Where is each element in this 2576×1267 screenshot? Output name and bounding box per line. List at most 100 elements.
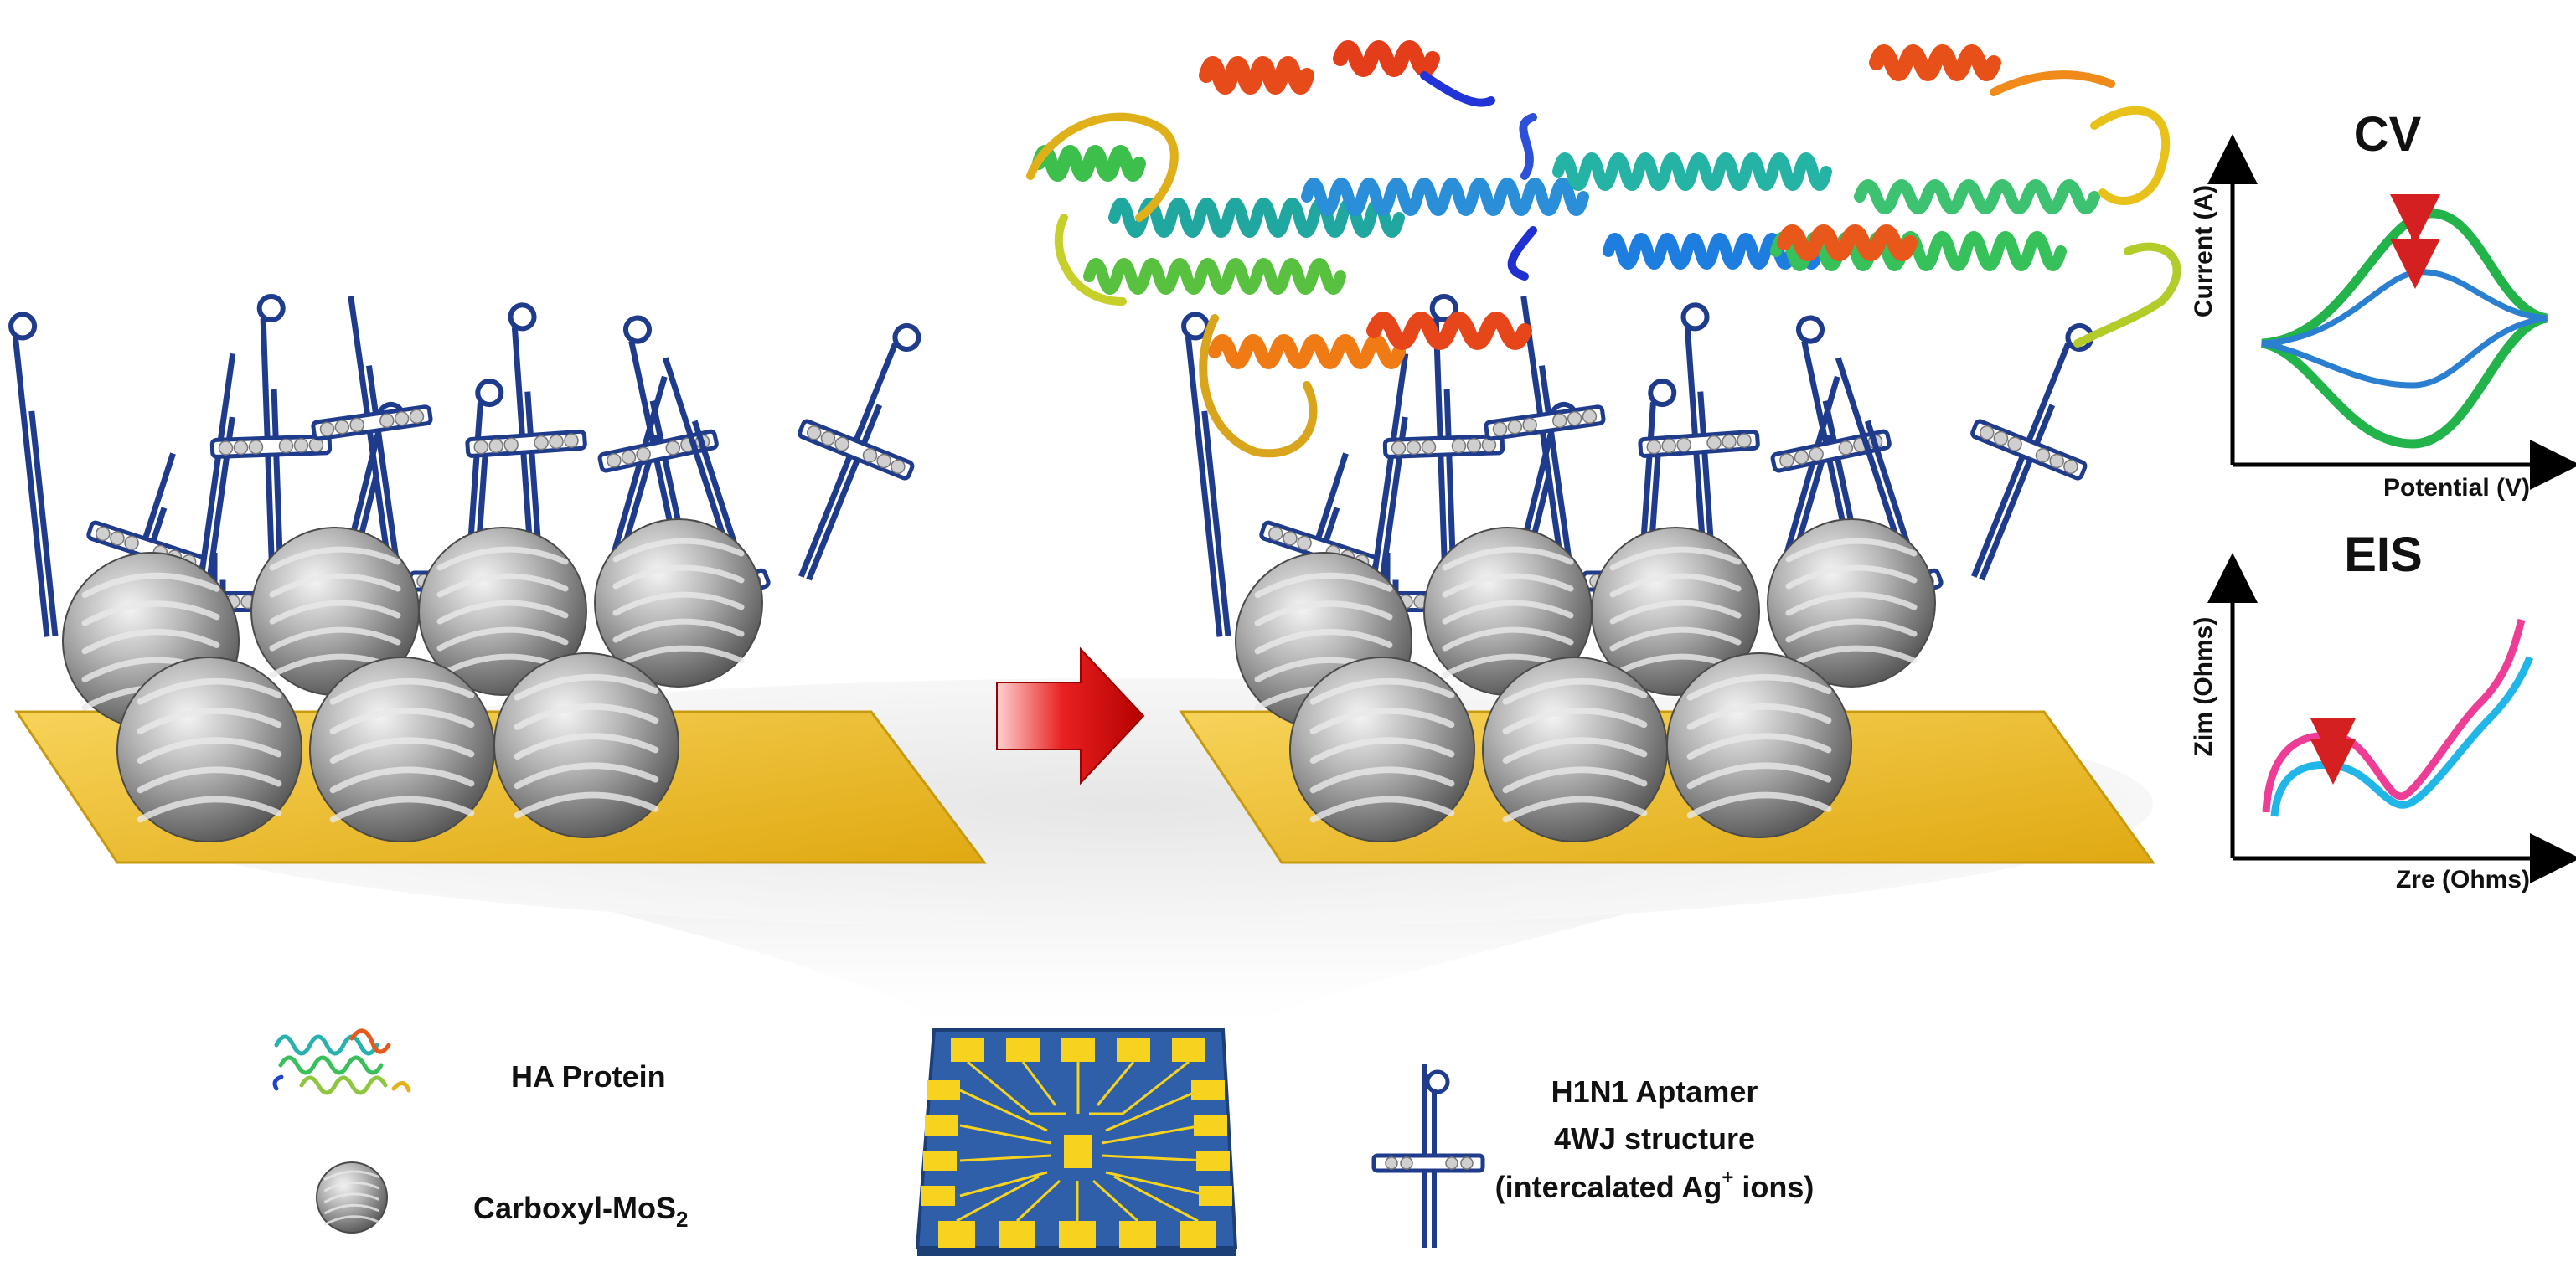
protein-helix: [1208, 334, 1406, 369]
sphere-stripe: [269, 573, 401, 598]
sphere-body: [418, 527, 587, 696]
ag-ion: [1385, 1156, 1398, 1170]
ag-ion: [1552, 413, 1567, 429]
ag-ion: [1779, 453, 1794, 468]
cv-y-label: Current (A): [2190, 185, 2217, 317]
aptamer-strand: [311, 296, 433, 579]
sphere-stripe: [1609, 573, 1742, 598]
chip-pad: [1180, 1221, 1216, 1248]
strand-line: [12, 337, 50, 637]
chip-pad: [1117, 1038, 1150, 1062]
chip-pad: [1199, 1186, 1232, 1206]
sphere-stripe: [324, 1192, 379, 1203]
sphere-stripe: [1609, 600, 1742, 625]
sphere-stripe: [329, 677, 475, 705]
strand-line: [348, 296, 394, 579]
reaction-arrow: [996, 646, 1145, 785]
ag-ion: [248, 439, 264, 455]
ag-ion: [124, 535, 139, 551]
ag-ion: [1794, 450, 1809, 465]
chip-pad: [1119, 1221, 1156, 1248]
aptamer-strand: [194, 353, 236, 605]
protein-loop: [1420, 71, 1495, 107]
mos2-sphere-icon: [316, 1161, 388, 1234]
strand-line: [1520, 296, 1567, 579]
protein-loop: [1507, 226, 1537, 281]
mos2-sphere: [116, 657, 302, 842]
sphere-stripe: [329, 737, 475, 765]
sphere-body: [1591, 527, 1760, 696]
sphere-stripe: [81, 628, 220, 655]
ag-ion: [665, 440, 681, 456]
sphere-stripe: [1442, 626, 1574, 652]
sphere-stripe: [612, 591, 745, 616]
sphere-stripe: [436, 600, 569, 625]
sphere-stripe: [436, 573, 569, 598]
chip-trace: [1105, 1171, 1211, 1197]
sphere-stripe: [514, 673, 659, 701]
sphere-stripe: [1309, 677, 1455, 705]
legend-mos2-subscript: 2: [676, 1207, 688, 1232]
aptamer-loop: [1425, 1069, 1450, 1094]
ag-ion: [394, 411, 410, 426]
sphere-stripe: [269, 546, 401, 571]
sphere-stripe: [1686, 733, 1832, 760]
ag-ion: [409, 409, 425, 425]
sphere-stripe: [1502, 796, 1648, 823]
protein-loop: [1990, 70, 2115, 96]
eis-curve-pink: [2262, 618, 2526, 813]
aptamer-loop: [2065, 322, 2094, 352]
aptamer-loop: [256, 294, 286, 323]
eis-title: EIS: [2344, 528, 2423, 582]
strand-line: [1538, 365, 1575, 578]
mos2-sphere: [309, 657, 495, 842]
sphere-stripe: [1254, 600, 1393, 626]
ag-ion: [1809, 446, 1824, 462]
left-electrode: [8, 294, 987, 864]
ag-ion: [876, 453, 891, 469]
ag-ion: [2035, 448, 2051, 463]
ag-ion: [473, 439, 488, 455]
aptamer-strand: [1638, 302, 1760, 587]
ag-ion: [218, 440, 234, 456]
protein-helix: [1869, 44, 2001, 81]
chip-trace: [1096, 1061, 1135, 1106]
ag-ion: [110, 531, 125, 546]
ag-ion: [1567, 411, 1582, 426]
chip-pad: [951, 1038, 984, 1062]
sphere-stripe: [1442, 546, 1574, 571]
strand-line: [1201, 410, 1231, 636]
sphere-stripe: [612, 645, 745, 670]
eis-panel: EIS Zim (Ohms) Zre (Ohms): [2190, 528, 2576, 894]
aptamer-strand: [1484, 296, 1606, 579]
chip-trace: [959, 1124, 1052, 1145]
ag-ion: [488, 438, 503, 454]
ag-ion: [564, 433, 579, 448]
left-mos2-spheres: [62, 518, 763, 842]
sphere-stripe: [1309, 766, 1455, 794]
sphere-stripe: [1442, 600, 1574, 625]
ag-ion: [1391, 440, 1407, 456]
legend-ha-protein: HA Protein: [272, 1028, 666, 1095]
strand-line: [1185, 337, 1223, 637]
aptamer-strand: [798, 322, 921, 581]
ag-ion: [278, 438, 294, 454]
sphere-stripe: [436, 626, 569, 652]
cv-curve-outer: [2260, 209, 2548, 449]
ag-ion: [1661, 438, 1676, 454]
chip-trace: [1015, 1179, 1061, 1223]
aptamer-loop: [8, 312, 38, 341]
ag-ion: [1451, 438, 1467, 454]
cv-curve-inner: [2261, 269, 2548, 389]
sphere-stripe: [81, 572, 220, 599]
sphere-stripe: [612, 564, 745, 590]
sphere-body: [1666, 652, 1852, 838]
right-mos2-spheres: [1235, 518, 1936, 842]
protein-helix: [1366, 312, 1532, 350]
sphere-stripe: [514, 791, 659, 819]
ag-ion: [534, 435, 549, 451]
sphere-stripe: [1609, 626, 1742, 652]
ag-ion: [96, 526, 111, 542]
legend-ha-protein-label: HA Protein: [511, 1059, 666, 1094]
